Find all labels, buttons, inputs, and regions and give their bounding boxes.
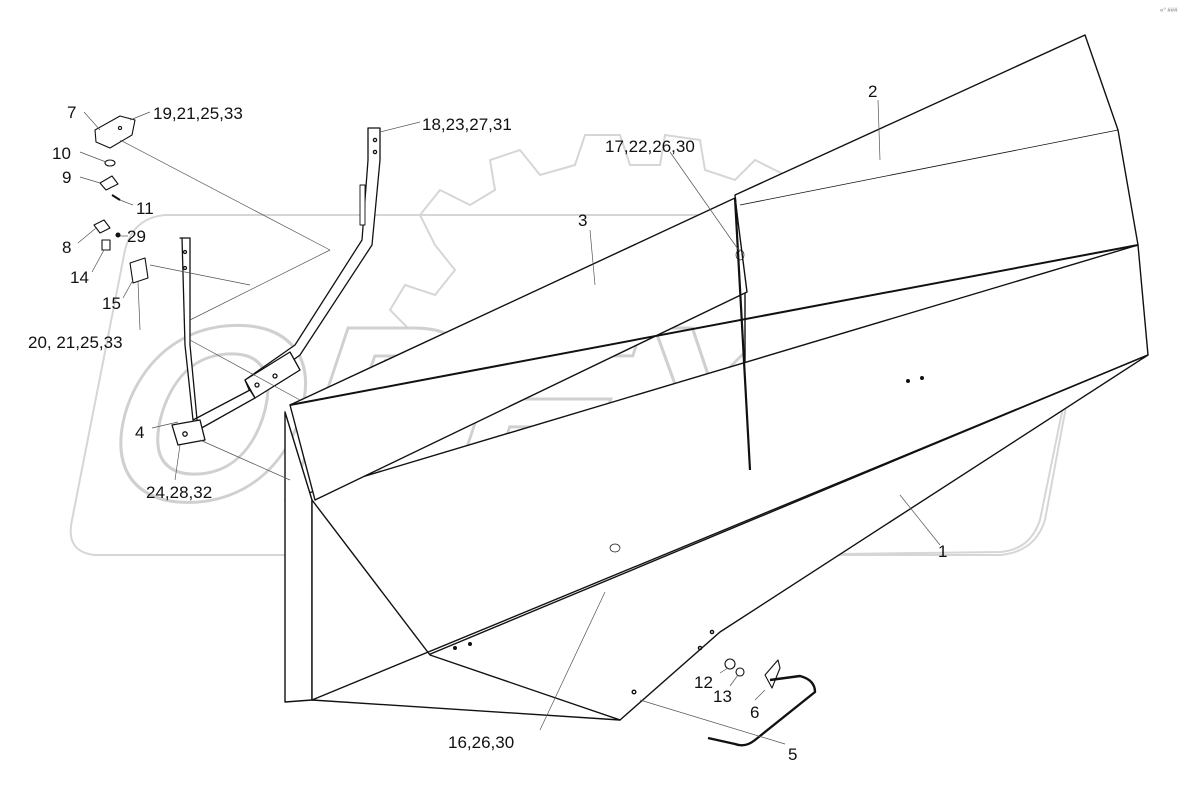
- panel-lower-edge: [311, 354, 1149, 701]
- callout-19: 19,21,25,33: [153, 104, 243, 123]
- callout-9: 9: [62, 168, 71, 187]
- callout-18: 18,23,27,31: [422, 115, 512, 134]
- callout-2: 2: [868, 82, 877, 101]
- leader-3: [589, 229, 596, 286]
- part-14-bolt: [101, 239, 111, 251]
- plate-hole-1: [254, 382, 260, 388]
- leader-12: [719, 667, 729, 674]
- hole-b: [920, 376, 925, 381]
- leader-2: [877, 99, 881, 161]
- hole-e: [709, 629, 715, 635]
- hole-d: [468, 642, 473, 647]
- part-15-cover: [129, 257, 149, 284]
- leader-4: [151, 421, 179, 429]
- callout-24: 24,28,32: [146, 483, 212, 502]
- panel-3: [289, 197, 748, 501]
- callout-11: 11: [136, 199, 154, 218]
- hole-c: [453, 646, 458, 651]
- guide-e: [189, 339, 301, 401]
- leader-17: [669, 151, 741, 253]
- callout-1: 1: [938, 542, 947, 561]
- leader-1: [899, 494, 941, 546]
- callout-7: 7: [67, 103, 76, 122]
- part-13-washer: [735, 667, 745, 677]
- strut-foot: [171, 419, 206, 446]
- leader-6: [754, 689, 766, 701]
- strut-hole-1: [372, 137, 378, 143]
- guide-c: [149, 264, 251, 286]
- foot-hole: [182, 431, 188, 437]
- part-11-spring: [111, 194, 121, 201]
- plate-hole-2: [272, 373, 278, 379]
- panel-2-fold: [739, 129, 1119, 206]
- callout-20: 20, 21,25,33: [28, 333, 123, 352]
- part-6-latch: [764, 659, 781, 689]
- callout-12: 12: [694, 673, 713, 692]
- leader-18: [379, 121, 421, 133]
- part-10-washer: [104, 159, 116, 167]
- callout-8: 8: [62, 238, 71, 257]
- callout-14: 14: [70, 268, 89, 287]
- strut-long-slot: [359, 184, 366, 226]
- callout-15: 15: [102, 294, 121, 313]
- leader-7: [83, 111, 101, 131]
- leader-20: [137, 281, 141, 331]
- strut-hole-2: [372, 149, 378, 155]
- guide-d: [199, 439, 291, 481]
- leader-10: [79, 151, 107, 163]
- leader-8: [77, 227, 97, 244]
- leader-19: [129, 111, 151, 121]
- strut-short: [179, 237, 256, 431]
- callout-17: 17,22,26,30: [605, 137, 695, 156]
- hole-a: [906, 379, 911, 384]
- callout-4: 4: [135, 423, 144, 442]
- callout-5: 5: [788, 745, 797, 764]
- leader-15: [122, 279, 134, 299]
- guide-a: [119, 139, 331, 251]
- part-5-handle: [707, 674, 817, 747]
- callout-labels: 1 2 3 4 5 6 7 8 9 10 11 12 13 14 15 16,2…: [28, 82, 947, 764]
- leader-16: [539, 591, 606, 731]
- callout-10: 10: [52, 144, 71, 163]
- strut-bracket: [171, 127, 381, 446]
- part-12-nut: [724, 658, 736, 670]
- leader-lines: [77, 99, 941, 745]
- leader-5: [639, 699, 786, 745]
- panel-top-edge: [289, 244, 1139, 406]
- hole-g: [631, 689, 637, 695]
- part-9-clip: [99, 175, 119, 191]
- short-hole-2: [182, 265, 188, 271]
- short-hole-1: [182, 249, 188, 255]
- panel-3-divider: [733, 197, 752, 471]
- leader-9: [79, 176, 101, 184]
- callout-13: 13: [713, 687, 732, 706]
- hole-16: [609, 543, 621, 553]
- leader-11: [119, 199, 134, 206]
- leader-13: [729, 674, 739, 687]
- part-8-latch: [93, 219, 111, 234]
- callout-16: 16,26,30: [448, 733, 514, 752]
- hardware-parts: [93, 115, 817, 747]
- part-7-hole: [117, 125, 123, 131]
- leader-24: [174, 444, 181, 481]
- part-29-nut: [115, 232, 121, 238]
- panel-assembly: [284, 34, 1149, 721]
- callout-6: 6: [750, 703, 759, 722]
- corner-mark: «° ###: [1160, 8, 1178, 14]
- leader-14: [91, 249, 105, 273]
- panel-end-face-2: [311, 499, 621, 721]
- hole-f: [697, 645, 703, 651]
- callout-29: 29: [127, 227, 146, 246]
- callout-3: 3: [578, 211, 587, 230]
- guide-b: [189, 249, 331, 321]
- hole-17: [735, 249, 745, 261]
- part-7-hinge: [94, 115, 136, 149]
